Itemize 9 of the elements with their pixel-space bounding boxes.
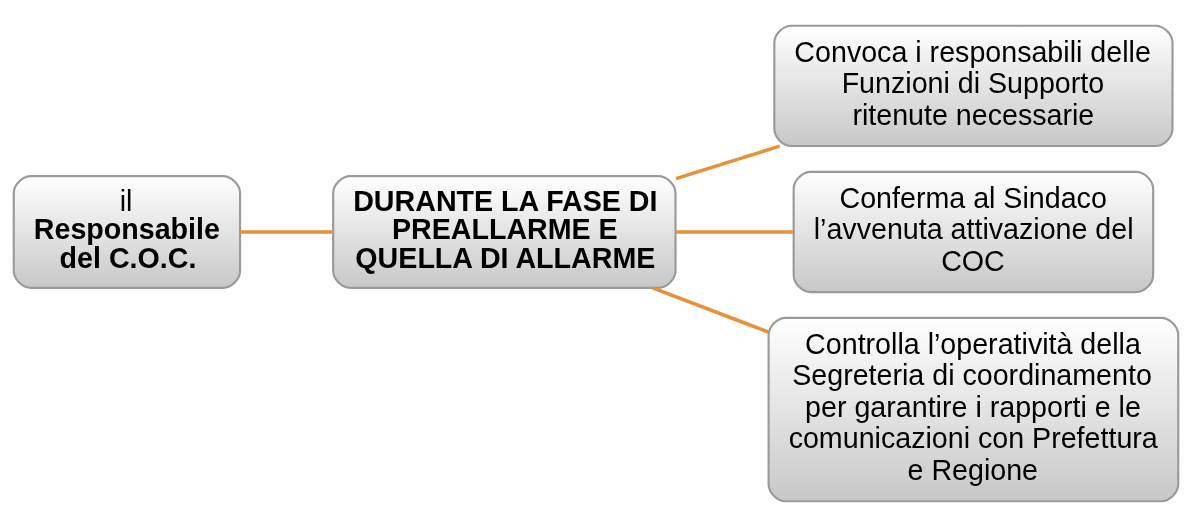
node-box: Conferma al Sindaco l’avvenuta attivazione del COC <box>792 170 1155 294</box>
connector <box>675 144 781 181</box>
connector <box>652 286 769 334</box>
connector <box>676 230 794 234</box>
node-box: il Responsabile del C.O.C. <box>12 175 242 289</box>
connector <box>240 230 333 234</box>
node-box: DURANTE LA FASE DI PREALLARME E QUELLA DI ALLARME <box>332 175 677 289</box>
node-box: Controlla l’operatività della Segreteria di coordinamento per garantire i rapporti e le comunicazioni con Prefettura e Regione <box>767 316 1180 503</box>
node-box: Convoca i responsabili delle Funzioni di Supporto ritenute necessarie <box>773 24 1174 148</box>
